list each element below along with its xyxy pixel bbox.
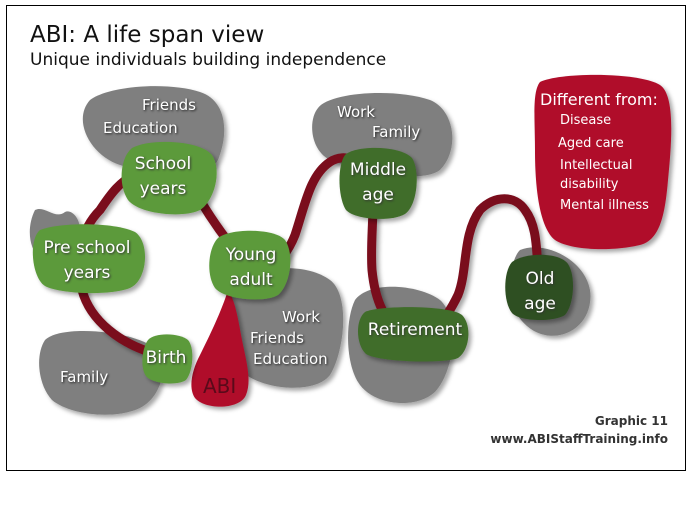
stage-blob-young [209,230,291,300]
stage-blob-preschool [32,224,146,294]
page-title: ABI: A life span view [30,22,265,48]
credit-url: www.ABIStaffTraining.info [490,432,668,446]
stage-blob-school [121,141,217,215]
influence-family-top: Family [372,123,421,141]
abi-label: ABI [203,374,237,398]
stage-middle: Middle age [349,160,407,205]
different-from-title: Different from: [540,90,658,109]
stage-old: Old age [524,269,556,314]
influence-family-bottom: Family [60,368,109,386]
stage-preschool: Pre school years [43,238,131,283]
different-item-aged-care: Aged care [558,136,624,151]
stage-blob-middle [339,147,417,219]
page-subtitle: Unique individuals building independence [30,50,387,70]
graphic-number: Graphic 11 [594,414,668,428]
different-item-mental-illness: Mental illness [560,198,649,213]
influence-friends-top: Friends [142,96,196,114]
stage-young: Young adult [225,245,277,290]
stage-school: School years [134,154,192,199]
stage-blob-old [505,254,574,321]
different-from-box [534,74,672,250]
influence-education-mid: Education [253,350,328,368]
different-item-intellectual-disability: Intellectual disability [560,158,633,192]
life-path [74,153,545,360]
stage-birth: Birth [145,348,187,368]
stage-retirement: Retirement [367,320,463,340]
stage-blob-retirement [357,307,469,362]
influence-friends-mid: Friends [250,329,304,347]
abi-drop [191,290,249,407]
influence-education-top: Education [103,119,178,137]
influence-work-top: Work [337,103,375,121]
different-item-disease: Disease [560,113,612,128]
influence-work-mid: Work [282,308,320,326]
influence-blob-bottom-left [39,330,163,415]
stage-blob-birth [142,334,193,384]
